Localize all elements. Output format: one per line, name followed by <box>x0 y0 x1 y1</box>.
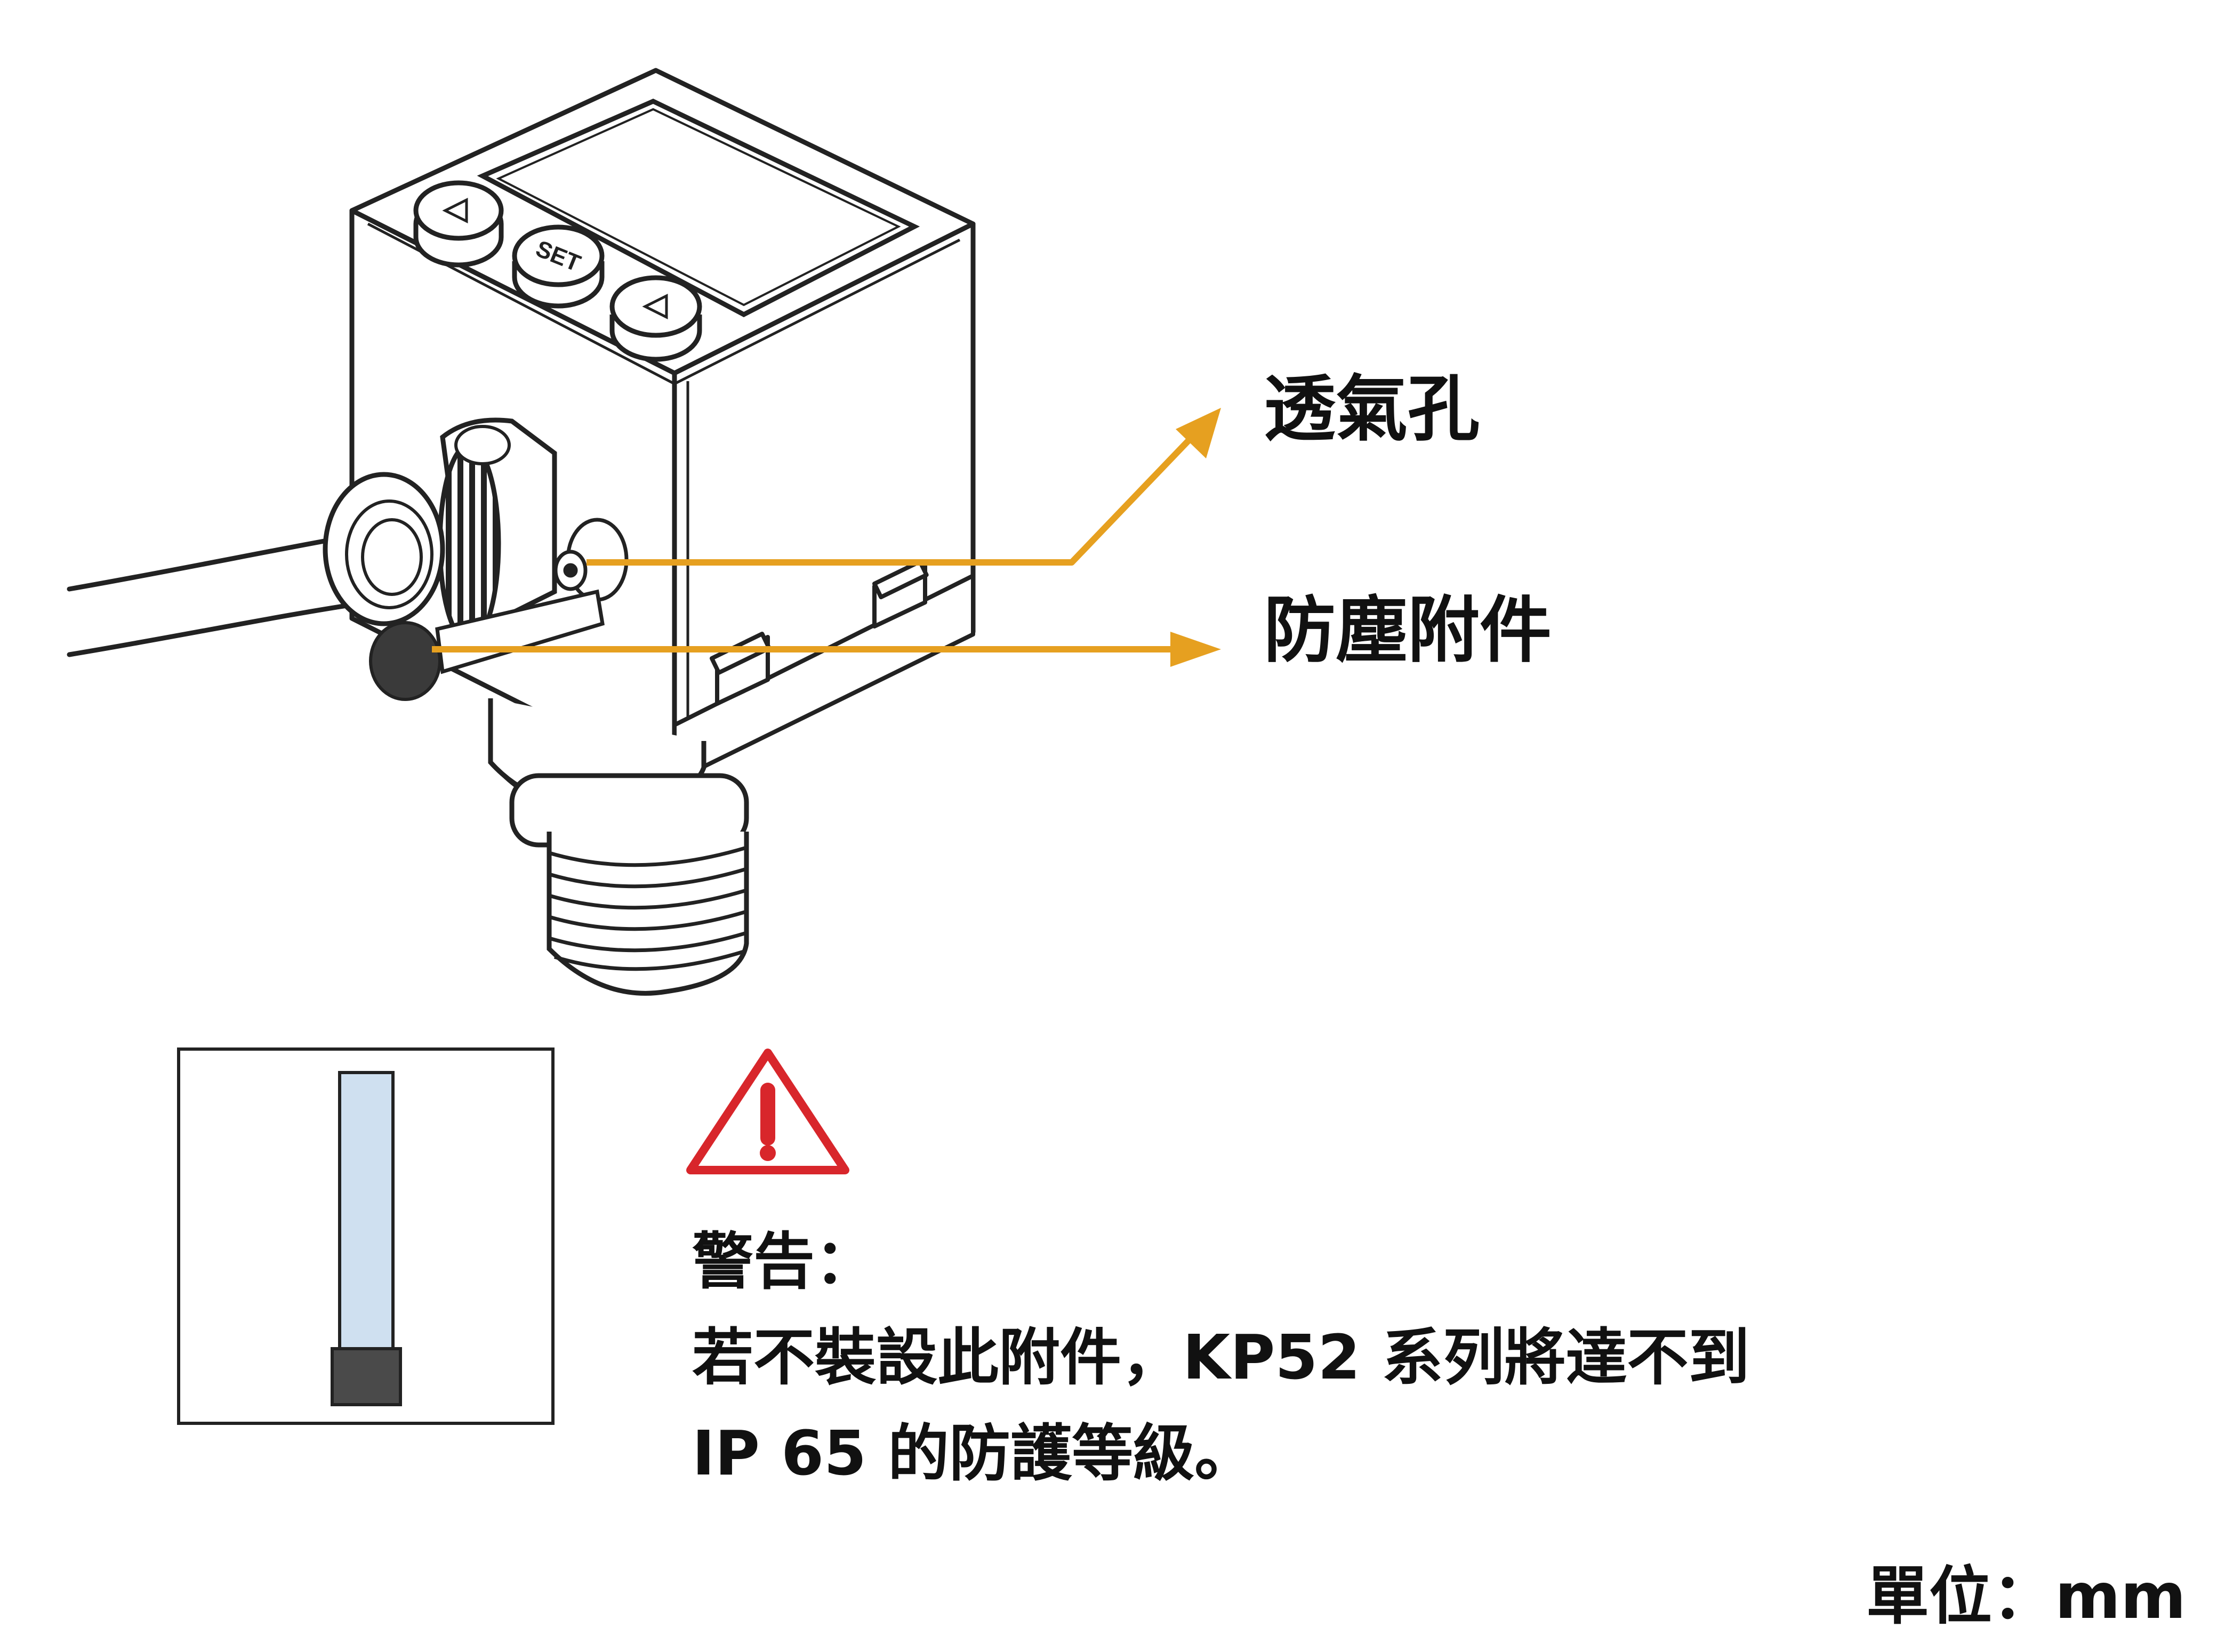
arrowhead-dust-cap <box>1170 632 1221 667</box>
accessory-illustration <box>177 1047 555 1425</box>
vent-hole-label: 透氣孔 <box>1264 367 1480 451</box>
neck <box>488 698 749 848</box>
display-window <box>477 99 920 318</box>
warning-title: 警告： <box>692 1226 877 1298</box>
callout-arrow-vent <box>587 432 1197 566</box>
button-up <box>413 180 504 268</box>
arrowhead-vent <box>1176 408 1221 458</box>
threaded-fitting <box>547 832 749 996</box>
warning-triangle-icon <box>686 1049 849 1174</box>
dust-cap-label: 防塵附件 <box>1264 589 1552 672</box>
unit-label: 單位：mm <box>1866 1559 2186 1633</box>
button-set: SET <box>512 224 605 309</box>
warning-text-line2: IP 65 的防護等級。 <box>692 1418 1256 1489</box>
button-down <box>609 275 702 362</box>
warning-text-line1: 若不裝設此附件，KP52 系列將達不到 <box>692 1322 1750 1393</box>
